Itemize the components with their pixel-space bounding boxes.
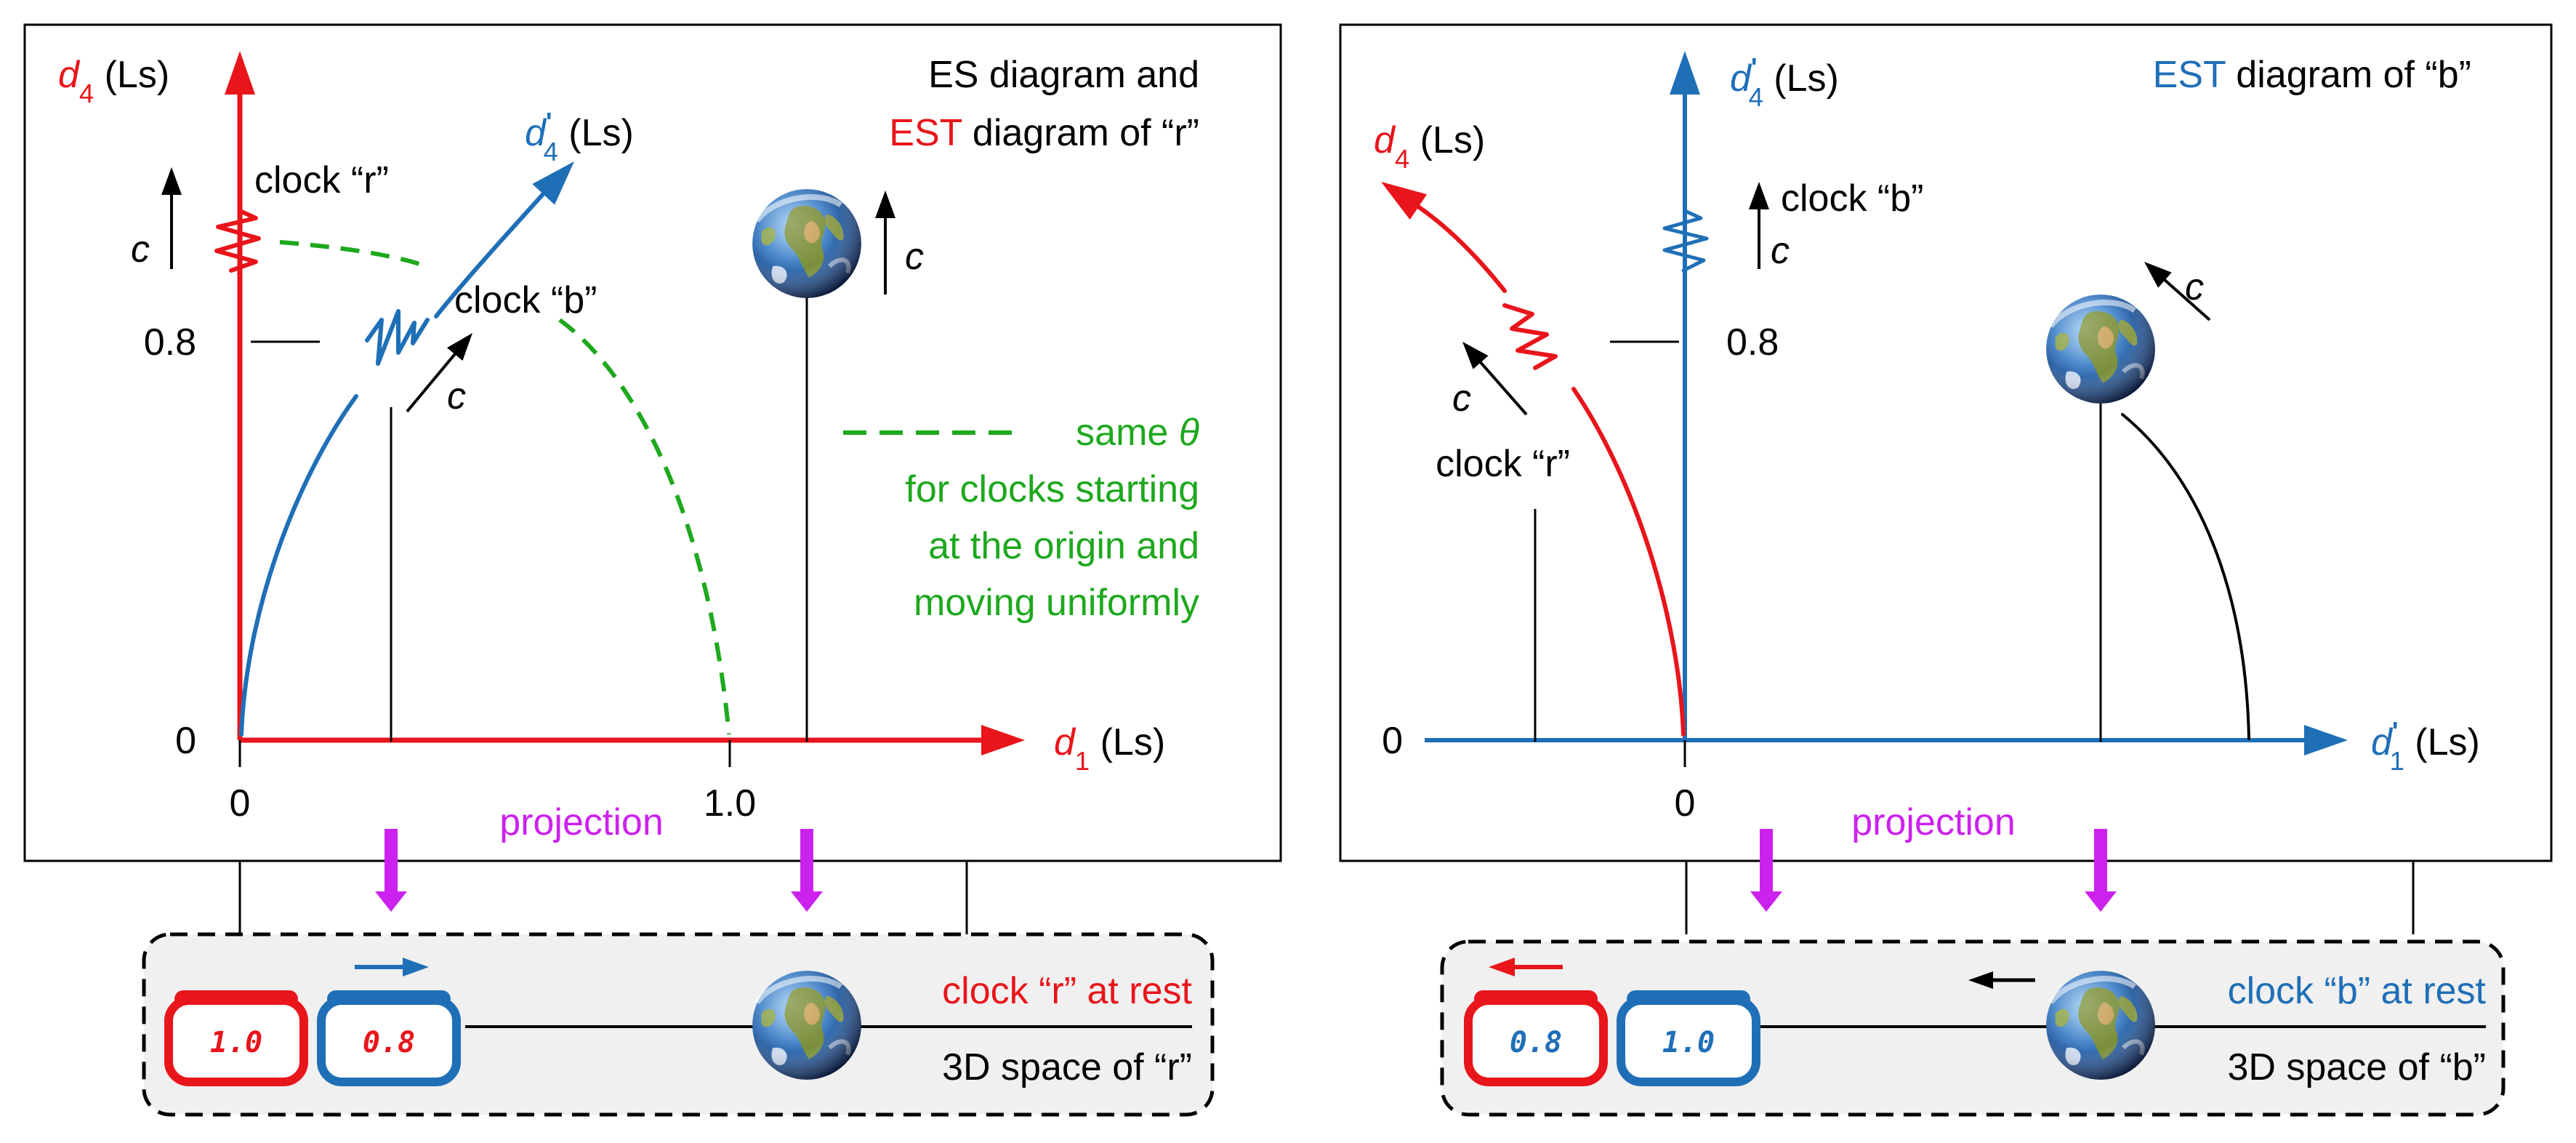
left-tick-08-label: 0.8: [144, 321, 196, 364]
bottom-right-space: 3D space of “b”: [2228, 1046, 2487, 1088]
left-clock-r-label: clock “r”: [254, 159, 389, 201]
left-green-text-4: moving uniformly: [914, 582, 1199, 624]
left-panel-frame: [23, 23, 1282, 862]
bottom-left-display-blue: [317, 996, 461, 1086]
left-axis-y-label: d4 (Ls): [58, 54, 169, 108]
bottom-left-motion-arrow-head: [403, 958, 429, 976]
right-earth-arc: [2121, 413, 2250, 740]
right-c-label-b: c: [1771, 230, 1790, 272]
left-c-label-b: c: [447, 375, 466, 417]
right-title: EST diagram of “b”: [2153, 54, 2471, 96]
right-c-arrow-r: [1474, 355, 1528, 416]
right-c-arrow-b-head: [1749, 182, 1769, 209]
bottom-right-earth: [2046, 971, 2155, 1080]
right-projection-arrow-2: [2094, 829, 2107, 893]
right-clock-b: [1662, 209, 1709, 273]
left-title-line1: ES diagram and: [928, 54, 1199, 96]
right-c-arrow-r-head: [1462, 342, 1489, 369]
left-tick-0x-label: 0: [230, 782, 251, 825]
left-axis-b-label: d'4 (Ls): [525, 107, 634, 167]
bottom-right-display-blue: [1617, 996, 1760, 1086]
right-clock-r: [1502, 303, 1558, 370]
bottom-right-motion-arrow-red-head: [1489, 958, 1515, 976]
bottom-left-space: 3D space of “r”: [942, 1046, 1192, 1088]
left-projection-arrow-2: [800, 829, 813, 893]
right-red-axis-head: [1381, 182, 1428, 220]
left-clock-r: [214, 209, 261, 273]
left-green-arc-lower: [558, 318, 731, 735]
left-green-text-3: at the origin and: [928, 525, 1199, 567]
right-projection-arrow-1-head: [1750, 891, 1782, 912]
left-title-line2: EST diagram of “r”: [889, 112, 1199, 154]
bottom-left-display-blue-value: 0.8: [363, 1026, 415, 1059]
bottom-left-display-red: [164, 996, 308, 1086]
left-clock-b-label: clock “b”: [454, 279, 597, 321]
right-axis-y-label: d'4 (Ls): [1730, 52, 1839, 112]
left-projection-label: projection: [499, 801, 663, 843]
left-axis-x-label: d1 (Ls): [1054, 721, 1165, 776]
right-projection-arrow-1: [1760, 829, 1773, 893]
left-blue-worldline-upper: [434, 183, 553, 318]
left-tick-10-label: 1.0: [704, 782, 756, 825]
left-c-arrow-b: [406, 347, 462, 413]
right-c-label-r: c: [1452, 377, 1471, 420]
bottom-right-status: clock “b” at rest: [2228, 970, 2487, 1012]
right-projection-arrow-2-head: [2085, 891, 2117, 912]
bottom-right-display-red-value: 0.8: [1510, 1026, 1562, 1059]
left-c-label-r: c: [131, 228, 150, 270]
right-panel-frame: [1339, 23, 2553, 862]
right-tick-08-label: 0.8: [1726, 321, 1779, 364]
right-tick-0y-label: 0: [1382, 720, 1403, 762]
left-tick-0y-label: 0: [175, 720, 196, 762]
left-c-arrow-b-head: [446, 333, 472, 361]
bottom-left-earth: [752, 971, 861, 1080]
right-red-worldline-upper: [1412, 201, 1507, 293]
bottom-right-display-red: [1464, 996, 1608, 1086]
right-y-axis-head: [1670, 51, 1700, 95]
right-axis-r-label: d4 (Ls): [1374, 119, 1485, 174]
right-clock-b-label: clock “b”: [1781, 177, 1923, 220]
right-c-arrow-earth-head: [2144, 262, 2172, 288]
left-x-axis-head: [981, 725, 1025, 755]
right-x-axis-head: [2304, 725, 2348, 755]
left-y-axis-head: [225, 51, 255, 95]
left-earth: [752, 189, 861, 298]
left-green-arc: [279, 240, 430, 269]
bottom-right-display-blue-value: 1.0: [1662, 1026, 1715, 1059]
left-projection-arrow-1-head: [375, 891, 407, 912]
right-tick-0x-label: 0: [1675, 782, 1696, 825]
left-projection-arrow-2-head: [791, 891, 823, 912]
bottom-right-motion-arrow-black-head: [1968, 971, 1993, 989]
left-clock-b: [365, 309, 430, 366]
bottom-left-display-red-value: 1.0: [210, 1026, 262, 1059]
left-projection-arrow-1: [385, 829, 398, 893]
left-c-arrow-earth-head: [875, 190, 895, 218]
left-green-text-1: same θ: [1076, 412, 1199, 454]
right-earth: [2046, 294, 2155, 404]
left-c-arrow-r-head: [161, 167, 182, 195]
left-blue-worldline: [239, 394, 358, 737]
left-green-text-2: for clocks starting: [905, 468, 1199, 510]
right-red-worldline: [1571, 387, 1686, 737]
right-axis-x-label: d'1 (Ls): [2371, 716, 2480, 776]
right-c-label-earth: c: [2185, 266, 2204, 308]
bottom-left-status: clock “r” at rest: [942, 970, 1192, 1012]
left-blue-axis-head: [532, 161, 574, 205]
left-c-label-earth: c: [905, 236, 924, 278]
right-clock-r-label: clock “r”: [1436, 443, 1570, 485]
right-c-arrow-earth: [2157, 273, 2211, 321]
right-projection-label: projection: [1851, 801, 2015, 843]
